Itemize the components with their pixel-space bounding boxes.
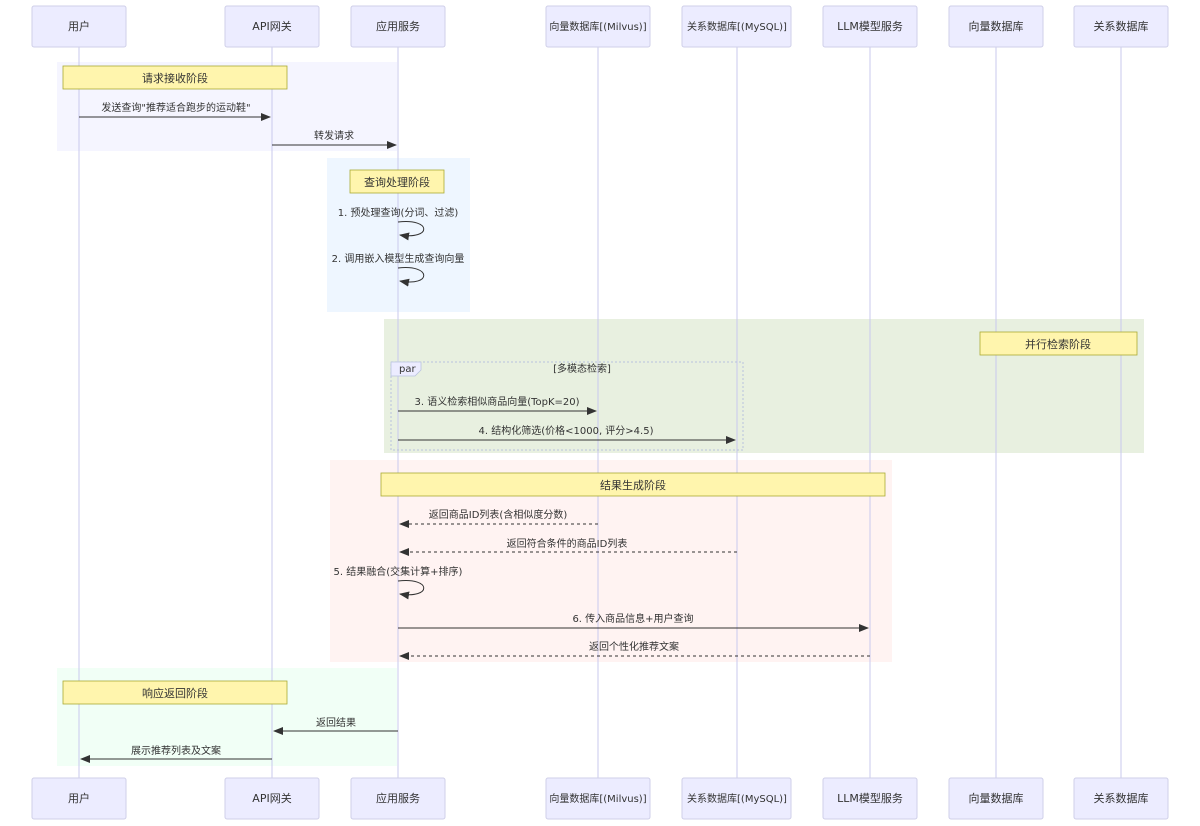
par-label: [多模态检索] xyxy=(553,362,611,375)
message-label: 返回结果 xyxy=(316,716,356,729)
participant-milvus-bottom[interactable]: 向量数据库[(Milvus)] xyxy=(545,777,651,820)
message-m13: 展示推荐列表及文案 xyxy=(80,744,272,763)
participant-rdb[interactable]: 关系数据库 xyxy=(1073,5,1169,48)
note-label: 响应返回阶段 xyxy=(142,686,208,700)
participant-llm-bottom[interactable]: LLM模型服务 xyxy=(822,777,918,820)
note-gen: 结果生成阶段 xyxy=(380,472,886,497)
message-m1: 发送查询"推荐适合跑步的运动鞋" xyxy=(79,101,271,121)
participant-label: API网关 xyxy=(252,791,291,805)
par-keyword: par xyxy=(399,364,416,375)
message-m3: 1. 预处理查询(分词、过滤) xyxy=(338,206,459,241)
participants-top: 用户 API网关 应用服务 向量数据库[(Milvus)] 关系数据库[(MyS… xyxy=(31,5,1169,48)
participant-app-bottom[interactable]: 应用服务 xyxy=(350,777,446,820)
participant-label: API网关 xyxy=(252,19,291,33)
participant-label: 向量数据库 xyxy=(969,19,1024,33)
participant-label: 向量数据库 xyxy=(969,791,1024,805)
note-resp: 响应返回阶段 xyxy=(62,680,288,705)
participant-label: 关系数据库[(MySQL)] xyxy=(687,20,787,33)
participant-label: 用户 xyxy=(68,19,90,33)
participant-user[interactable]: 用户 xyxy=(31,5,127,48)
message-label: 返回商品ID列表(含相似度分数) xyxy=(429,508,568,521)
message-m5: 3. 语义检索相似商品向量(TopK=20) xyxy=(398,395,597,415)
participant-label: LLM模型服务 xyxy=(837,791,903,805)
message-m12: 返回结果 xyxy=(273,716,398,735)
message-m11: 返回个性化推荐文案 xyxy=(399,640,870,660)
message-m10: 6. 传入商品信息+用户查询 xyxy=(398,612,869,632)
message-label: 6. 传入商品信息+用户查询 xyxy=(572,612,693,625)
participant-user-bottom[interactable]: 用户 xyxy=(31,777,127,820)
message-m4: 2. 调用嵌入模型生成查询向量 xyxy=(332,252,465,287)
participant-label: 应用服务 xyxy=(376,19,420,33)
participant-gw[interactable]: API网关 xyxy=(224,5,320,48)
message-m9: 5. 结果融合(交集计算+排序) xyxy=(334,565,463,600)
participant-label: 应用服务 xyxy=(376,791,420,805)
participant-mysql-bottom[interactable]: 关系数据库[(MySQL)] xyxy=(681,777,792,820)
message-m2: 转发请求 xyxy=(272,129,397,149)
note-recv: 请求接收阶段 xyxy=(62,65,288,90)
note-proc: 查询处理阶段 xyxy=(349,169,445,194)
note-label: 结果生成阶段 xyxy=(600,478,666,492)
participant-app[interactable]: 应用服务 xyxy=(350,5,446,48)
message-label: 3. 语义检索相似商品向量(TopK=20) xyxy=(414,395,579,408)
note-label: 查询处理阶段 xyxy=(364,175,430,189)
participant-label: 关系数据库 xyxy=(1094,791,1149,805)
participant-gw-bottom[interactable]: API网关 xyxy=(224,777,320,820)
message-label: 2. 调用嵌入模型生成查询向量 xyxy=(332,252,465,265)
lifelines xyxy=(78,47,1122,778)
participant-label: 用户 xyxy=(68,791,90,805)
messages: 发送查询"推荐适合跑步的运动鞋" 转发请求 1. 预处理查询(分词、过滤) 2.… xyxy=(79,101,870,763)
message-label: 返回符合条件的商品ID列表 xyxy=(507,537,628,550)
participant-label: 向量数据库[(Milvus)] xyxy=(549,20,646,33)
par-block: par [多模态检索] xyxy=(390,361,744,451)
participant-label: 向量数据库[(Milvus)] xyxy=(549,792,646,805)
message-label: 转发请求 xyxy=(314,129,354,142)
message-label: 返回个性化推荐文案 xyxy=(589,640,679,653)
participant-vdb-bottom[interactable]: 向量数据库 xyxy=(948,777,1044,820)
message-label: 1. 预处理查询(分词、过滤) xyxy=(338,206,459,219)
participant-label: LLM模型服务 xyxy=(837,19,903,33)
participant-vdb[interactable]: 向量数据库 xyxy=(948,5,1044,48)
participant-rdb-bottom[interactable]: 关系数据库 xyxy=(1073,777,1169,820)
participant-llm[interactable]: LLM模型服务 xyxy=(822,5,918,48)
message-label: 展示推荐列表及文案 xyxy=(131,744,221,757)
participant-label: 关系数据库 xyxy=(1094,19,1149,33)
note-label: 请求接收阶段 xyxy=(142,71,208,85)
message-m8: 返回符合条件的商品ID列表 xyxy=(399,537,737,556)
note-search: 并行检索阶段 xyxy=(979,331,1138,356)
participant-label: 关系数据库[(MySQL)] xyxy=(687,792,787,805)
message-m6: 4. 结构化筛选(价格<1000, 评分>4.5) xyxy=(398,424,736,444)
message-m7: 返回商品ID列表(含相似度分数) xyxy=(399,508,598,528)
message-label: 5. 结果融合(交集计算+排序) xyxy=(334,565,463,578)
phase-backgrounds xyxy=(57,62,1144,766)
phase-notes: 请求接收阶段 查询处理阶段 并行检索阶段 结果生成阶段 响应返回阶段 xyxy=(62,65,1138,705)
note-label: 并行检索阶段 xyxy=(1025,337,1091,351)
participant-mysql[interactable]: 关系数据库[(MySQL)] xyxy=(681,5,792,48)
participant-milvus[interactable]: 向量数据库[(Milvus)] xyxy=(545,5,651,48)
participants-bottom: 用户 API网关 应用服务 向量数据库[(Milvus)] 关系数据库[(MyS… xyxy=(31,777,1169,820)
message-label: 4. 结构化筛选(价格<1000, 评分>4.5) xyxy=(479,424,654,437)
message-label: 发送查询"推荐适合跑步的运动鞋" xyxy=(101,101,250,114)
